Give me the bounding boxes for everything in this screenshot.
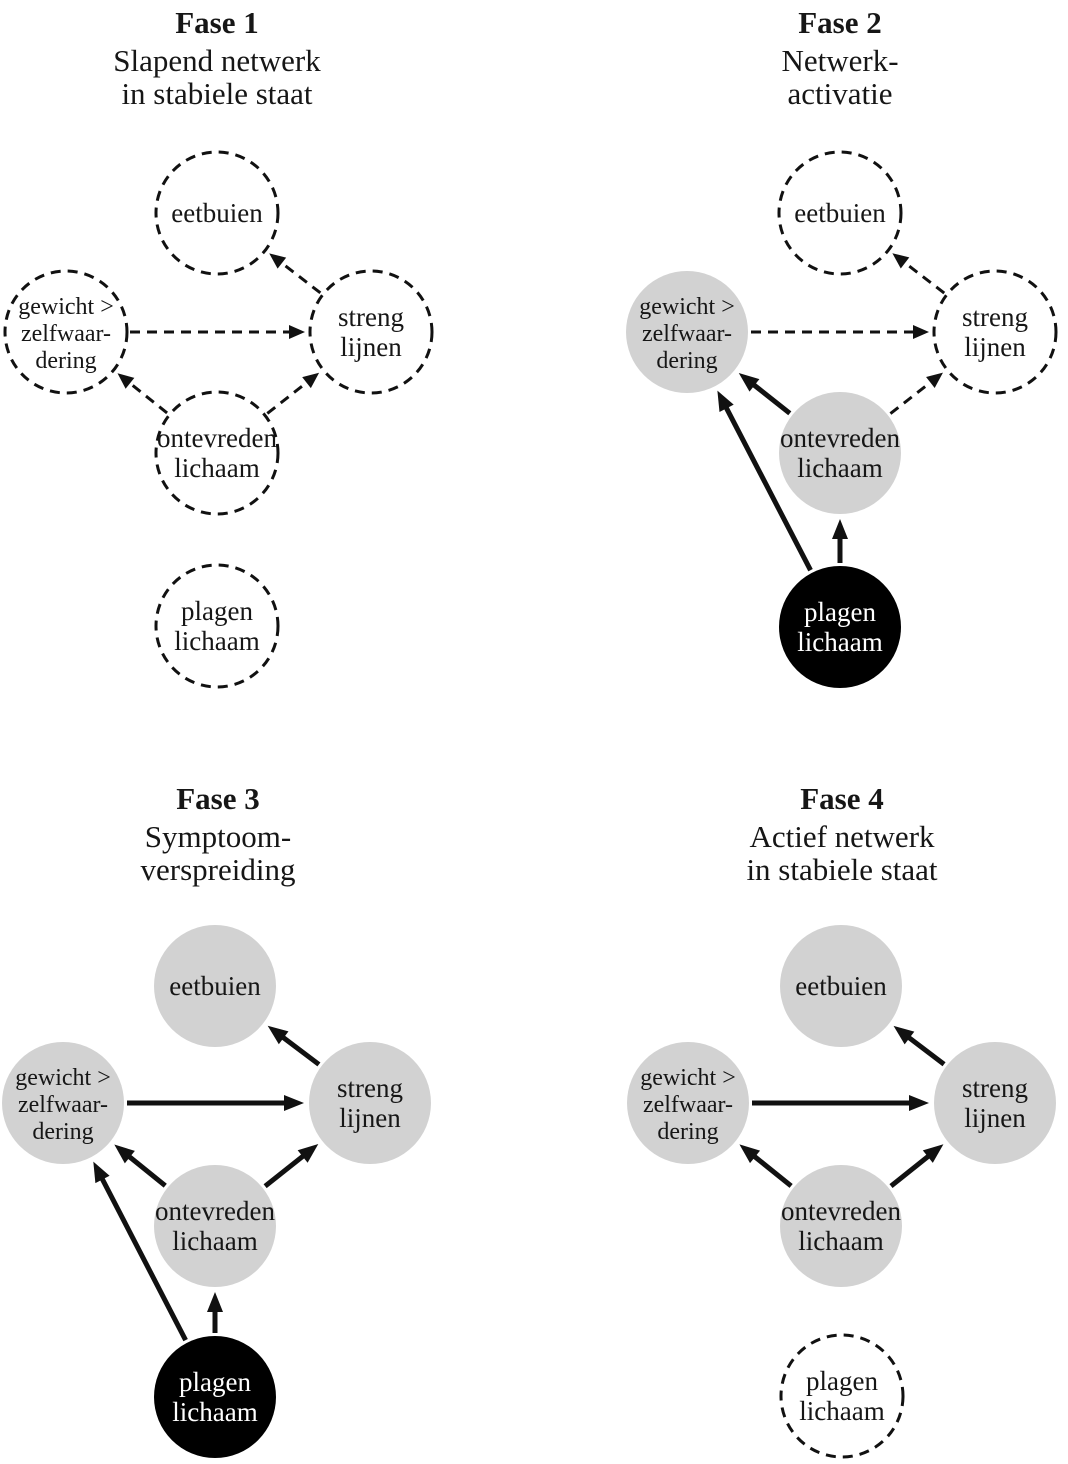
node-streng-lijnen-circle: [934, 1042, 1056, 1164]
edge-streng-lijnen-to-eetbuien: [906, 1034, 946, 1067]
edge-plagen-lichaam-to-gewicht-zelfwaardering: [723, 405, 813, 572]
node-eetbuien-label: eetbuien: [171, 198, 263, 228]
node-gewicht-zelfwaardering-label: gewicht >zelfwaar-dering: [640, 1065, 736, 1145]
node-plagen-lichaam-circle: [154, 563, 280, 689]
node-gewicht-zelfwaardering-circle: [627, 1042, 749, 1164]
edge-ontevreden-lichaam-to-gewicht-zelfwaardering: [751, 1153, 793, 1188]
arrowhead-ontevreden-lichaam-to-streng-lijnen: [297, 1144, 319, 1163]
node-streng-lijnen-circle: [308, 269, 434, 395]
edge-ontevreden-lichaam-to-streng-lijnen: [266, 380, 310, 415]
node-ontevreden-lichaam-circle: [779, 392, 901, 514]
node-gewicht-zelfwaardering-label: gewicht >zelfwaar-dering: [639, 294, 735, 374]
node-eetbuien-label: eetbuien: [794, 198, 886, 228]
node-ontevreden-lichaam-circle: [154, 1165, 276, 1287]
fase-1-subtitle-line-1: Slapend netwerk: [113, 43, 321, 78]
fase-3-subtitle-line-2: verspreiding: [141, 852, 296, 887]
fase-4-subtitle-line-2: in stabiele staat: [746, 852, 937, 887]
node-ontevreden-lichaam-circle: [780, 1165, 902, 1287]
fase-2-title: Fase 2: [798, 5, 882, 40]
node-ontevreden-lichaam-circle: [154, 390, 280, 516]
arrowhead-gewicht-zelfwaardering-to-streng-lijnen: [284, 1095, 304, 1111]
node-plagen-lichaam-circle: [779, 1333, 905, 1459]
node-eetbuien-circle: [154, 150, 280, 276]
node-eetbuien-circle: [154, 925, 276, 1047]
edge-ontevreden-lichaam-to-gewicht-zelfwaardering: [126, 1153, 167, 1188]
arrowhead-streng-lijnen-to-eetbuien: [267, 1025, 289, 1045]
edge-ontevreden-lichaam-to-gewicht-zelfwaardering: [127, 380, 168, 415]
fase-3-subtitle-line-1: Symptoom-: [145, 819, 291, 854]
edge-ontevreden-lichaam-to-streng-lijnen: [263, 1153, 306, 1189]
edge-streng-lijnen-to-eetbuien: [280, 1034, 321, 1067]
edge-ontevreden-lichaam-to-streng-lijnen: [889, 380, 933, 415]
arrowhead-ontevreden-lichaam-to-streng-lijnen: [926, 372, 943, 388]
arrowhead-ontevreden-lichaam-to-gewicht-zelfwaardering: [739, 1144, 761, 1164]
node-gewicht-zelfwaardering-circle: [626, 271, 748, 393]
node-eetbuien-circle: [780, 925, 902, 1047]
node-eetbuien-label: eetbuien: [169, 971, 261, 1001]
arrowhead-gewicht-zelfwaardering-to-streng-lijnen: [913, 325, 929, 339]
node-streng-lijnen-circle: [309, 1042, 431, 1164]
fase-1-title: Fase 1: [175, 5, 259, 40]
arrowhead-plagen-lichaam-to-ontevreden-lichaam: [207, 1292, 223, 1312]
arrowhead-ontevreden-lichaam-to-gewicht-zelfwaardering: [738, 372, 760, 392]
fase-1-subtitle-line-2: in stabiele staat: [121, 76, 312, 111]
arrowhead-streng-lijnen-to-eetbuien: [892, 253, 910, 269]
fase-4-subtitle-line-1: Actief netwerk: [749, 819, 935, 854]
arrowhead-ontevreden-lichaam-to-gewicht-zelfwaardering: [114, 1144, 135, 1164]
arrowhead-ontevreden-lichaam-to-streng-lijnen: [302, 372, 320, 389]
arrowhead-ontevreden-lichaam-to-gewicht-zelfwaardering: [117, 373, 135, 389]
arrowhead-plagen-lichaam-to-gewicht-zelfwaardering: [93, 1161, 110, 1184]
fase-3-title: Fase 3: [176, 781, 260, 816]
edge-plagen-lichaam-to-gewicht-zelfwaardering: [99, 1176, 188, 1342]
arrowhead-plagen-lichaam-to-gewicht-zelfwaardering: [717, 390, 734, 413]
arrowhead-plagen-lichaam-to-ontevreden-lichaam: [832, 519, 848, 539]
arrowhead-streng-lijnen-to-eetbuien: [269, 253, 287, 269]
node-streng-lijnen-circle: [932, 269, 1058, 395]
fase-2-subtitle-line-2: activatie: [788, 76, 893, 111]
node-eetbuien-circle: [777, 150, 903, 276]
fase-4-title: Fase 4: [800, 781, 884, 816]
node-eetbuien-label: eetbuien: [795, 971, 887, 1001]
node-gewicht-zelfwaardering-label: gewicht >zelfwaar-dering: [15, 1065, 111, 1145]
node-gewicht-zelfwaardering-circle: [2, 1042, 124, 1164]
arrowhead-ontevreden-lichaam-to-streng-lijnen: [922, 1144, 944, 1163]
arrowhead-streng-lijnen-to-eetbuien: [893, 1025, 915, 1045]
arrowhead-gewicht-zelfwaardering-to-streng-lijnen: [909, 1095, 929, 1111]
edge-streng-lijnen-to-eetbuien: [279, 260, 322, 295]
arrowhead-gewicht-zelfwaardering-to-streng-lijnen: [289, 325, 305, 339]
fase-2-subtitle-line-1: Netwerk-: [781, 43, 898, 78]
node-plagen-lichaam-circle: [154, 1336, 276, 1458]
node-gewicht-zelfwaardering-label: gewicht >zelfwaar-dering: [18, 294, 114, 374]
edge-streng-lijnen-to-eetbuien: [902, 260, 946, 295]
edge-ontevreden-lichaam-to-streng-lijnen: [889, 1153, 931, 1189]
edge-ontevreden-lichaam-to-gewicht-zelfwaardering: [751, 382, 792, 416]
node-plagen-lichaam-circle: [779, 566, 901, 688]
node-gewicht-zelfwaardering-circle: [3, 269, 129, 395]
